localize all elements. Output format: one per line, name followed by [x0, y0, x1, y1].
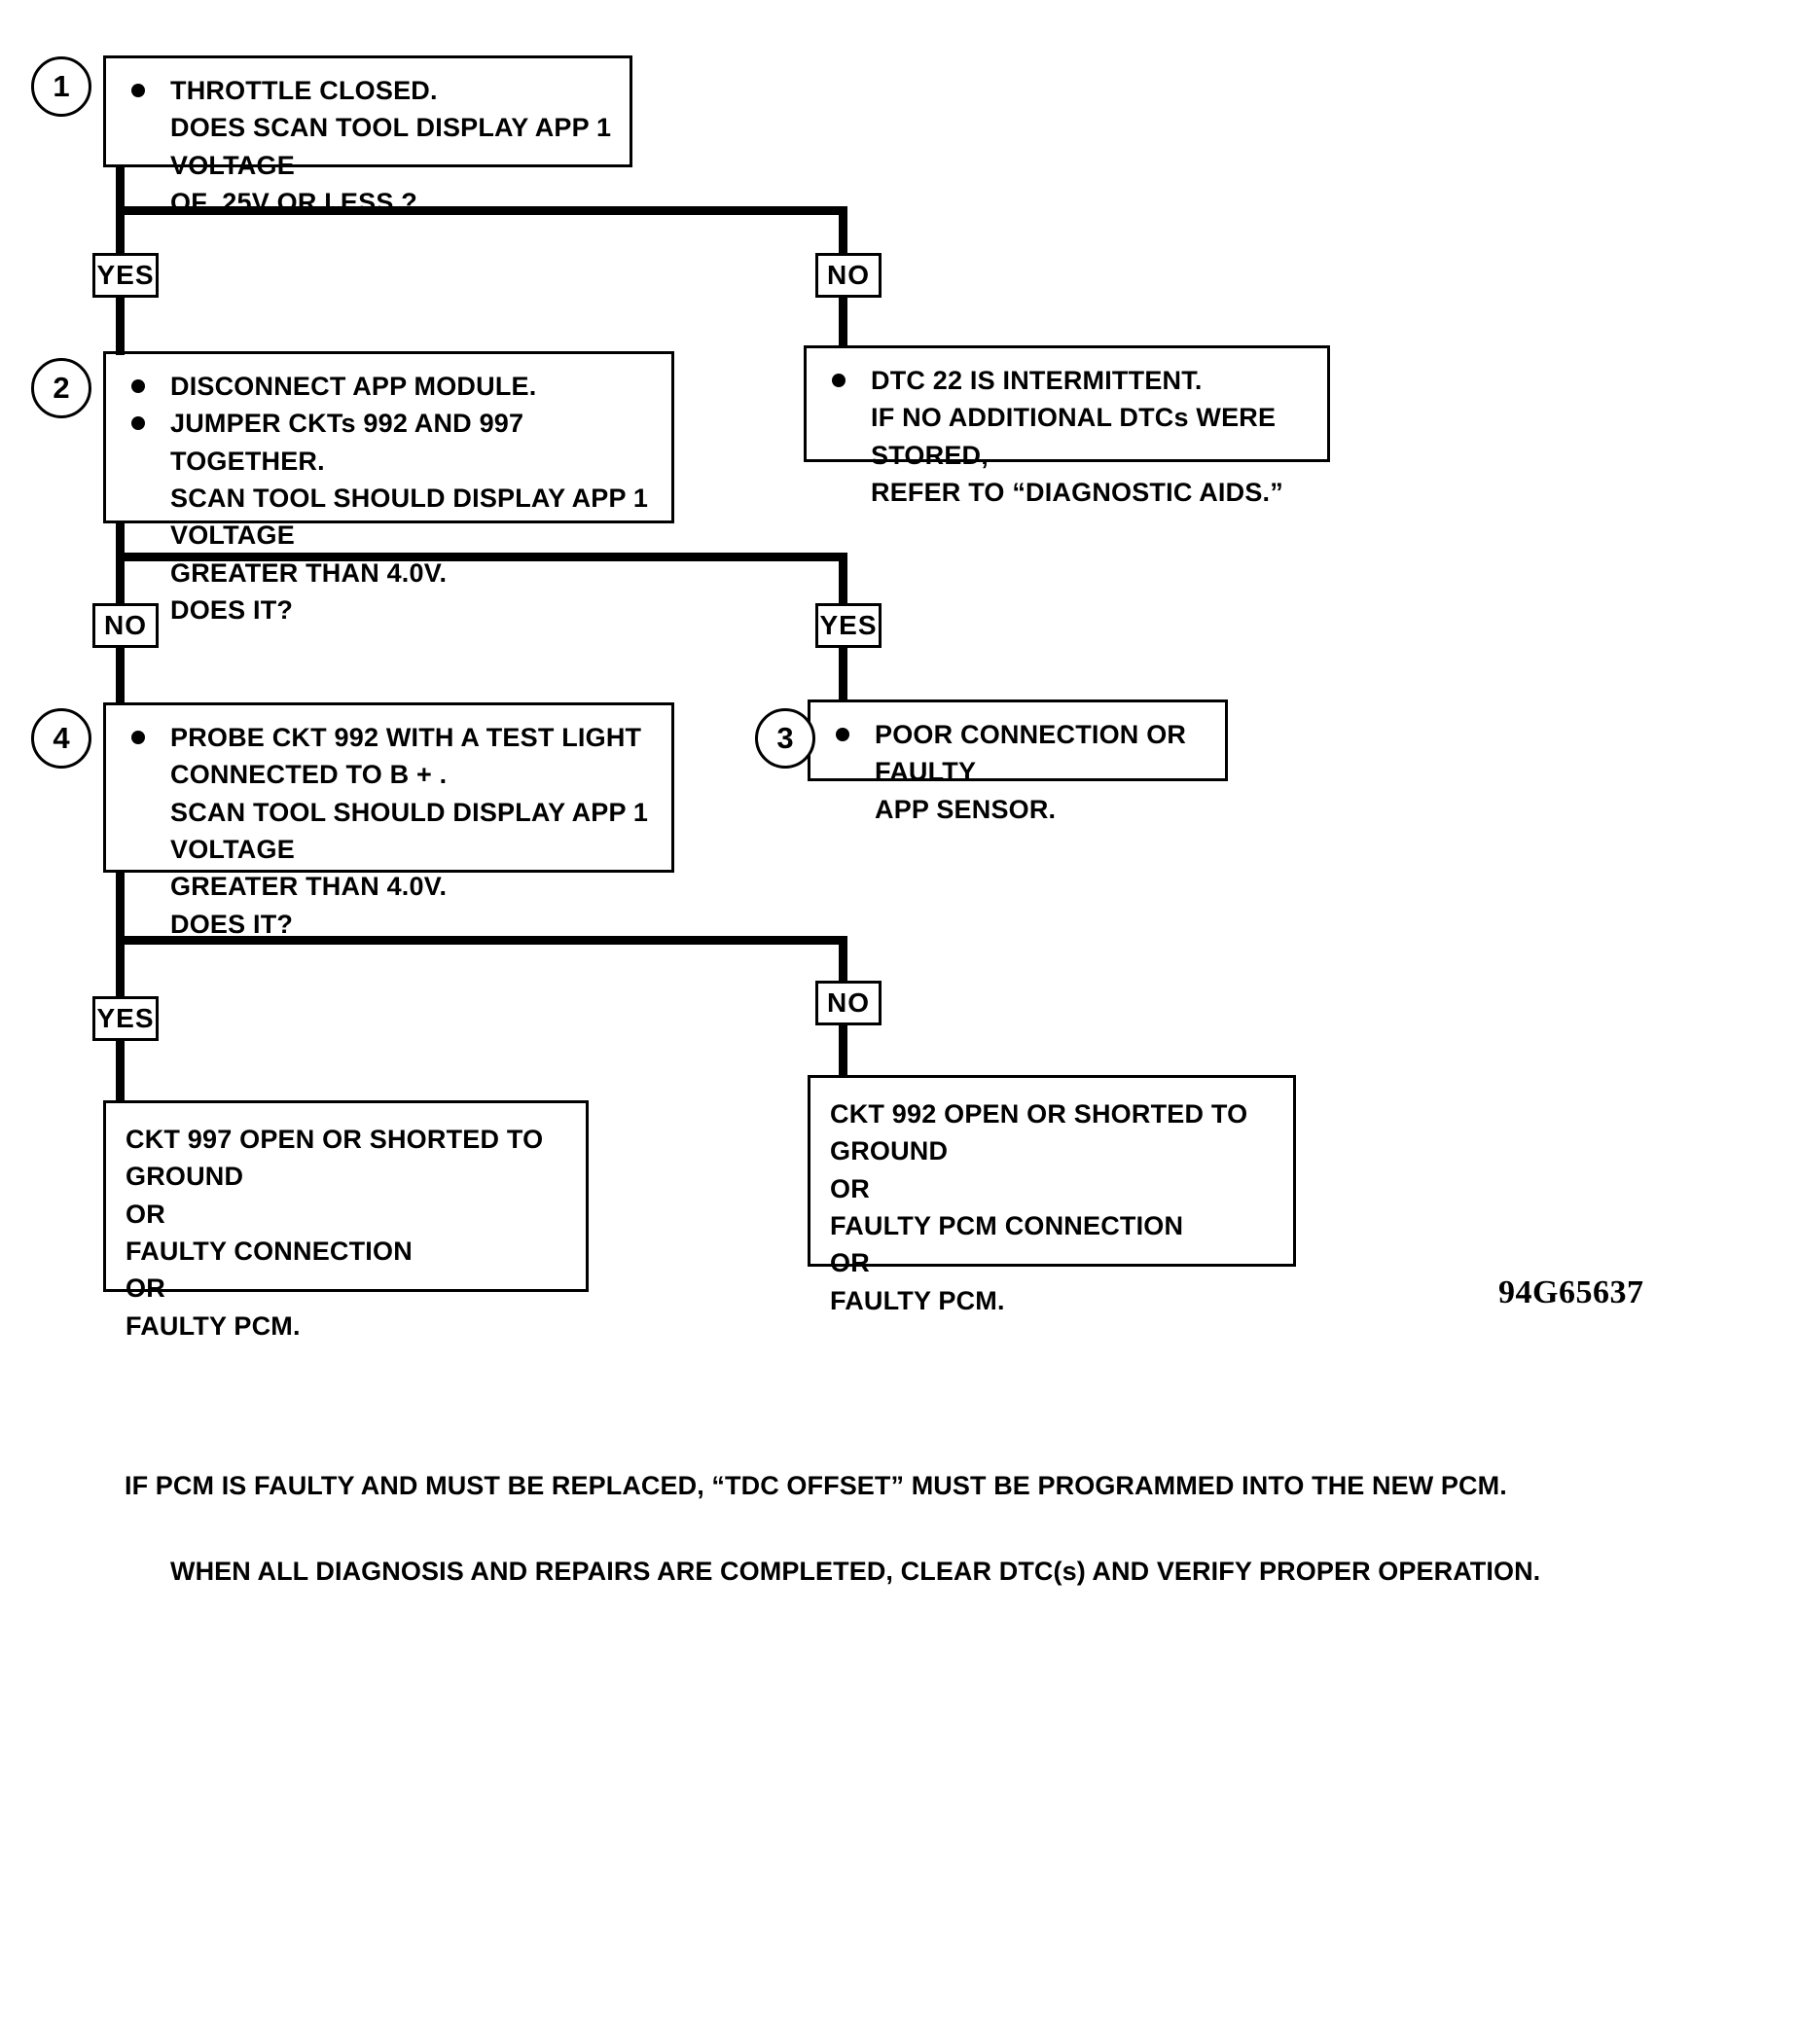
step-number-1: 1 [31, 56, 91, 117]
step-number-3: 3 [755, 708, 815, 769]
connector-step4-down [116, 873, 125, 943]
step-2-line-2: JUMPER CKTs 992 AND 997 TOGETHER. SCAN T… [170, 409, 649, 625]
branch-label-yes-1: YES [92, 253, 159, 298]
step-2-line-1: DISCONNECT APP MODULE. [170, 372, 537, 401]
connector-no-1-to-intermittent [839, 295, 847, 346]
bullet-icon [131, 731, 145, 744]
result-box-ckt997: CKT 997 OPEN OR SHORTED TO GROUND OR FAU… [103, 1100, 589, 1341]
connector-no-2-down [116, 553, 125, 605]
connector-no-2-to-step4 [116, 645, 125, 705]
bullet-icon [832, 374, 846, 387]
bullet-icon [836, 728, 849, 741]
connector-yes-4-to-ckt997 [116, 1038, 125, 1102]
branch-label-yes-4: YES [92, 996, 159, 1041]
connector-yes-2-to-step3 [839, 645, 847, 701]
result-ckt997-text: CKT 997 OPEN OR SHORTED TO GROUND OR FAU… [126, 1125, 544, 1341]
connector-split-bar-4 [116, 936, 847, 945]
connector-no-1-down [839, 206, 847, 257]
step-3-text: POOR CONNECTION OR FAULTY APP SENSOR. [875, 720, 1187, 824]
footnote-tdc-offset: IF PCM IS FAULTY AND MUST BE REPLACED, “… [125, 1471, 1507, 1500]
result-box-intermittent: DTC 22 IS INTERMITTENT. IF NO ADDITIONAL… [804, 345, 1330, 507]
result-box-ckt992: CKT 992 OPEN OR SHORTED TO GROUND OR FAU… [808, 1075, 1296, 1315]
bullet-icon [131, 84, 145, 97]
step-number-2: 2 [31, 358, 91, 418]
connector-no-4-to-ckt992 [839, 1022, 847, 1077]
step-box-3: POOR CONNECTION OR FAULTY APP SENSOR. [808, 699, 1228, 824]
connector-split-bar-2 [116, 553, 847, 561]
connector-no-4-down [839, 936, 847, 981]
connector-yes-1-down [116, 206, 125, 257]
connector-split-bar-1 [116, 206, 847, 215]
bullet-icon [131, 416, 145, 431]
branch-label-no-1: NO [815, 253, 882, 298]
result-ckt992-text: CKT 992 OPEN OR SHORTED TO GROUND OR FAU… [830, 1099, 1248, 1315]
connector-yes-2-down [839, 553, 847, 605]
branch-label-no-4: NO [815, 981, 882, 1025]
step-4-text: PROBE CKT 992 WITH A TEST LIGHT CONNECTE… [170, 723, 649, 939]
connector-yes-4-down [116, 936, 125, 998]
step-1-text: THROTTLE CLOSED. DOES SCAN TOOL DISPLAY … [170, 76, 612, 217]
connector-step2-down [116, 523, 125, 557]
branch-label-no-2: NO [92, 603, 159, 648]
step-box-4: PROBE CKT 992 WITH A TEST LIGHT CONNECTE… [103, 702, 674, 939]
branch-label-yes-2: YES [815, 603, 882, 648]
footnote-clear-dtc: WHEN ALL DIAGNOSIS AND REPAIRS ARE COMPL… [170, 1557, 1541, 1586]
step-box-2: DISCONNECT APP MODULE. JUMPER CKTs 992 A… [103, 351, 674, 625]
connector-step1-down [116, 167, 125, 211]
result-intermittent-text: DTC 22 IS INTERMITTENT. IF NO ADDITIONAL… [871, 366, 1283, 507]
step-box-1: THROTTLE CLOSED. DOES SCAN TOOL DISPLAY … [103, 55, 632, 217]
connector-yes-1-to-step2 [116, 295, 125, 355]
drawing-id: 94G65637 [1498, 1274, 1644, 1310]
bullet-icon [131, 379, 145, 393]
step-number-4: 4 [31, 708, 91, 769]
